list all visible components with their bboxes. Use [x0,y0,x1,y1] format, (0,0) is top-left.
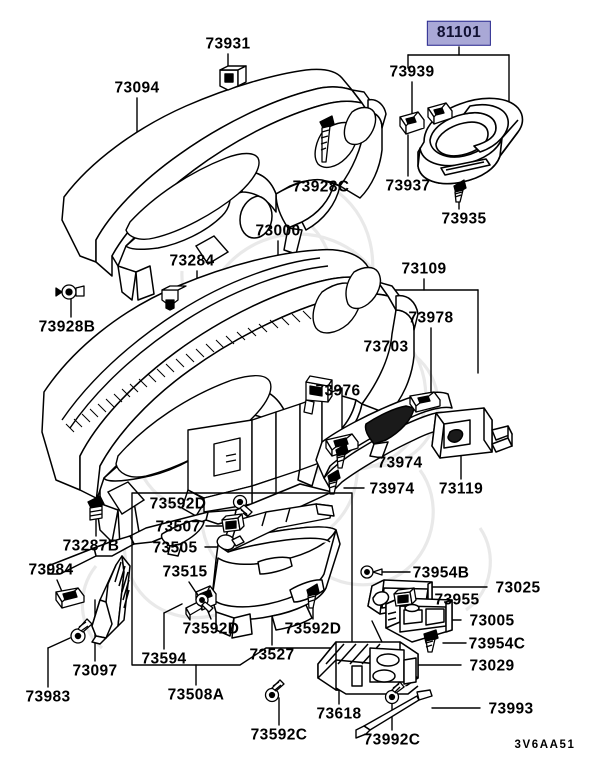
part-number-73592C[interactable]: 73592C [250,726,308,744]
part-number-73978[interactable]: 73978 [408,309,454,327]
clip-73955 [393,587,417,607]
part-number-73976[interactable]: 73976 [315,382,361,400]
figure-code: 3V6AA51 [514,739,576,751]
part-number-73005[interactable]: 73005 [469,612,515,630]
part-number-73992C[interactable]: 73992C [363,731,421,749]
part-number-73507[interactable]: 73507 [155,518,201,536]
screw-73592D-right [306,583,320,609]
part-number-81101-highlighted[interactable]: 81101 [426,20,492,46]
clip-73984 [55,587,85,609]
part-number-73592D[interactable]: 73592D [284,620,342,638]
part-number-73119[interactable]: 73119 [438,480,484,498]
screw-73992C [384,681,405,705]
clip-73931 [219,65,247,91]
screw-73592D-top [232,494,253,518]
glove-box-group-outline [131,492,353,666]
screw-73974-upper [335,443,349,469]
part-number-73703[interactable]: 73703 [363,338,409,356]
part-number-73287B[interactable]: 73287B [62,537,120,555]
part-number-73937[interactable]: 73937 [385,177,431,195]
part-number-73025[interactable]: 73025 [495,579,541,597]
screw-73983 [70,618,93,644]
ashtray-73618 [317,641,419,695]
bracket-73703 [303,375,333,415]
screw-73935 [453,179,467,203]
part-number-73993[interactable]: 73993 [488,700,534,718]
part-number-73505[interactable]: 73505 [152,539,198,557]
clip-73939 [399,111,425,135]
part-number-73974[interactable]: 73974 [369,480,415,498]
defroster-grille [61,257,329,433]
part-number-73928C[interactable]: 73928C [292,178,350,196]
part-number-73983[interactable]: 73983 [25,688,71,706]
screw-73287B [87,495,105,521]
part-number-73954B[interactable]: 73954B [412,564,470,582]
main-panel-openings [106,266,382,515]
part-number-73284[interactable]: 73284 [169,252,215,270]
part-number-73094[interactable]: 73094 [114,79,160,97]
side-cover-73119 [431,407,513,459]
part-number-73984[interactable]: 73984 [28,561,74,579]
part-number-73109[interactable]: 73109 [401,260,447,278]
screw-73954C [423,629,439,653]
part-number-73928B[interactable]: 73928B [38,318,96,336]
rod-73993 [355,689,433,739]
clip-73284 [161,285,187,311]
part-number-73974[interactable]: 73974 [377,454,423,472]
part-number-73515[interactable]: 73515 [162,563,208,581]
clip-73928B [55,284,85,300]
screw-73592C [264,679,285,703]
side-trim-73097 [91,555,131,645]
center-stack-structure [181,387,343,517]
part-number-73527[interactable]: 73527 [249,646,295,664]
part-number-73931[interactable]: 73931 [205,35,251,53]
screw-73928C [319,115,335,163]
part-number-73955[interactable]: 73955 [434,591,480,609]
clip-73939-second [427,102,453,125]
part-number-73029[interactable]: 73029 [469,657,515,675]
part-number-73939[interactable]: 73939 [389,63,435,81]
clip-73978 [409,391,441,413]
part-number-73097[interactable]: 73097 [72,662,118,680]
part-number-73935[interactable]: 73935 [441,210,487,228]
part-number-73592D[interactable]: 73592D [182,620,240,638]
part-number-73594[interactable]: 73594 [141,650,187,668]
part-number-73508A[interactable]: 73508A [167,686,225,704]
screw-73974-lower [327,469,341,495]
clip-73507 [221,513,245,533]
part-number-73592D[interactable]: 73592D [149,495,207,513]
screw-73954B [360,565,383,579]
part-number-73000[interactable]: 73000 [255,222,301,240]
screw-73592D-left [195,593,214,613]
part-number-73618[interactable]: 73618 [316,705,362,723]
part-number-73954C[interactable]: 73954C [468,635,526,653]
